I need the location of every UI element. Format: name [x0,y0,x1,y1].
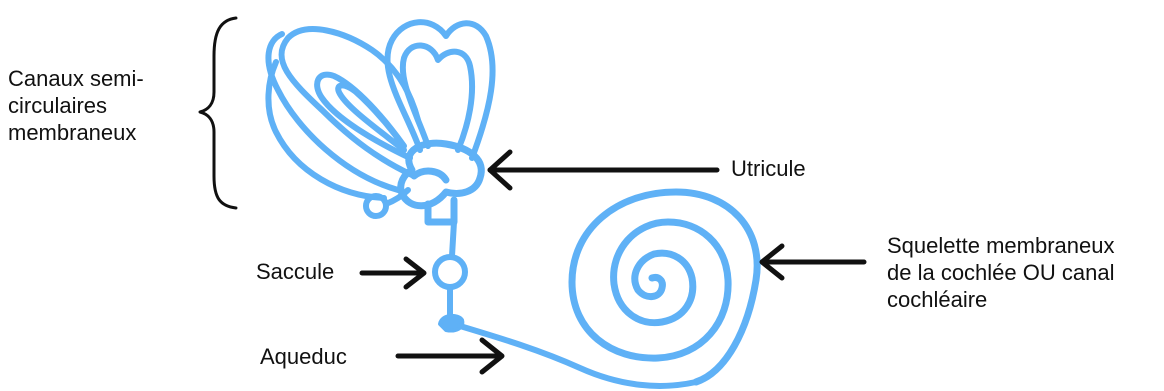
annotations [198,16,867,375]
semicircular-canals [265,19,496,219]
saccule-ducts [432,219,468,321]
left-canal-inner [265,31,401,193]
cochlea-spiral [568,188,761,386]
semicircular-canals-label: Canaux semi- circulaires membraneux [8,65,144,146]
cochlee-arrow [759,243,867,281]
utricule-arrow [487,149,720,191]
cochlear-duct-label-line: de la cochlée OU canal [887,260,1115,285]
cochlear-duct-label: Squelette membraneux de la cochlée OU ca… [887,232,1114,313]
aqueduc-label: Aqueduc [260,344,347,369]
left-canal-lower [265,59,387,201]
inner-loop-2 [335,82,407,153]
cochlear-duct-label-line: Squelette membraneux [887,233,1115,258]
aqueduct-duct [457,323,699,389]
aqueduc-arrow [395,337,505,375]
saccule-label: Saccule [256,259,335,284]
semicircular-canals-label-line: membraneux [8,120,137,145]
semicircular-canals-label-line: Canaux semi- [8,66,144,91]
utriculo-saccular-duct [449,219,457,259]
right-canal-inner [399,42,476,153]
right-canal-outer [384,19,496,161]
ampulla-duct [383,187,411,207]
saccule [432,254,468,290]
aqueduct-blob [438,313,465,333]
curly-brace [198,16,238,210]
cochlear-duct [568,188,761,386]
cochlear-duct-label-line: cochléaire [887,287,988,312]
semicircular-canals-label-line: circulaires [8,93,108,118]
saccule-arrow [359,256,427,290]
utricle-body [397,139,485,210]
utricle-neck [424,196,458,226]
aqueduct-structure [438,313,699,389]
utricule-label: Utricule [731,156,806,181]
utricle [397,139,485,226]
ampulla [363,193,389,219]
utricle-fold [410,167,450,184]
membranous-labyrinth [265,19,761,389]
